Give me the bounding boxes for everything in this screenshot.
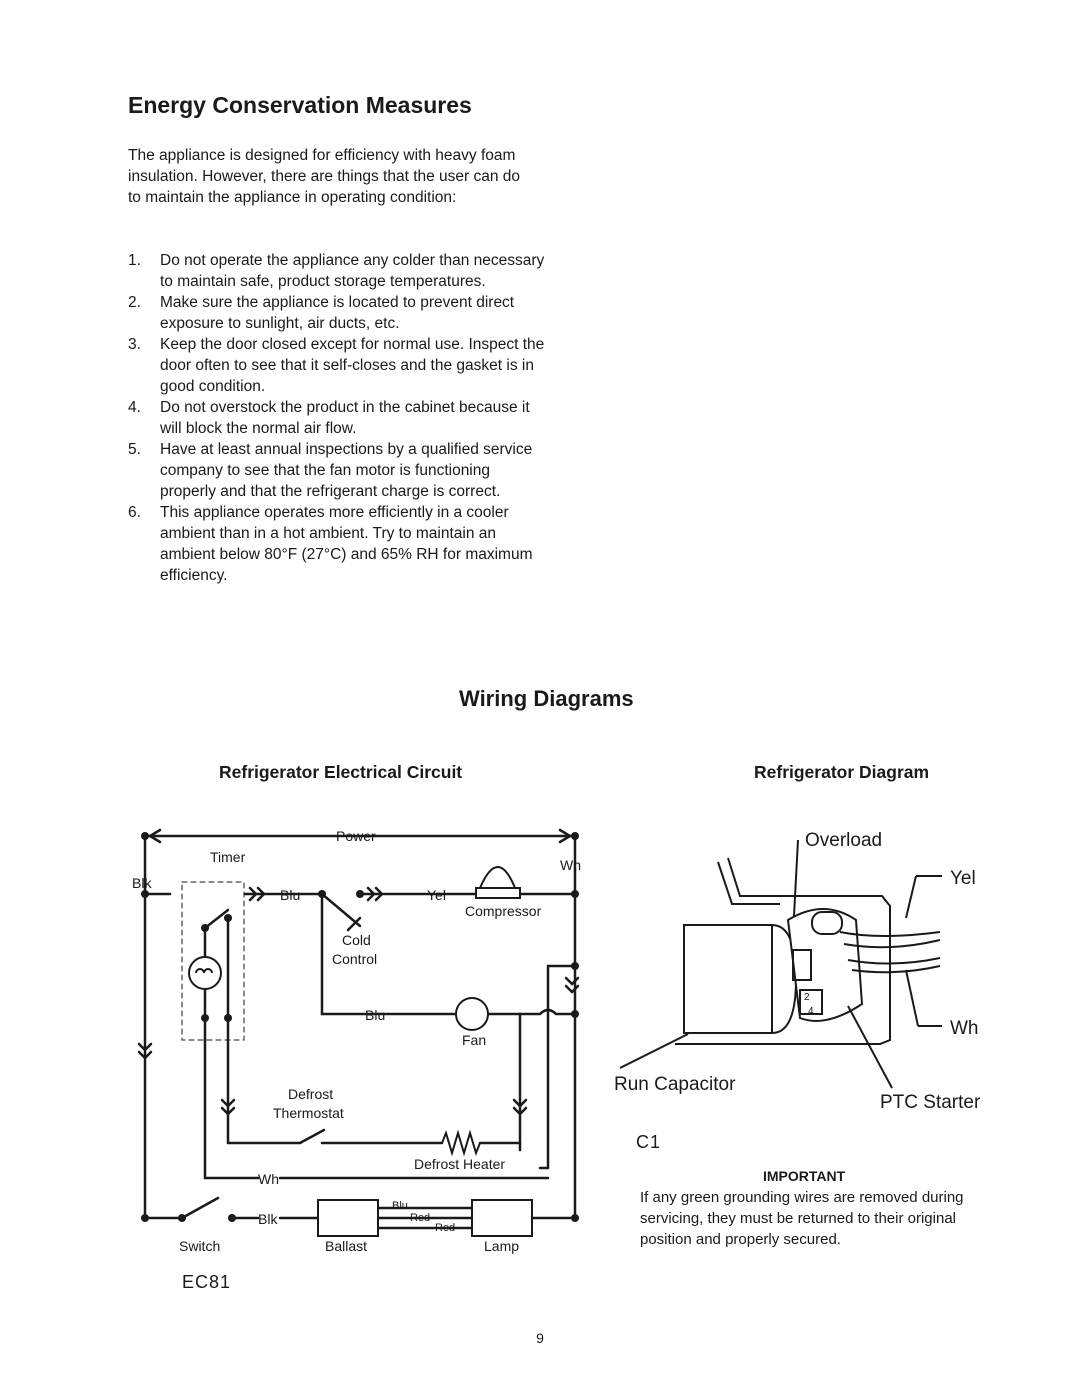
label-blu-top: Blu (280, 887, 300, 903)
label-defrost: Defrost (288, 1086, 333, 1102)
important-title: IMPORTANT (763, 1168, 846, 1184)
diagram-title: Refrigerator Diagram (754, 762, 930, 782)
label-timer: Timer (210, 849, 246, 865)
refrigerator-diagram: Overload Yel Wh Run Capacitor PTC Starte… (614, 830, 981, 1113)
list-item-number: 4. (128, 399, 141, 416)
label-compressor: Compressor (465, 903, 542, 919)
list-item-text: Keep the door closed except for normal u… (160, 336, 545, 395)
label-ptc-starter: PTC Starter (880, 1092, 981, 1113)
circuit-title: Refrigerator Electrical Circuit (219, 762, 463, 782)
label-red-1: Red (410, 1212, 430, 1224)
label-wh-bottom: Wh (258, 1171, 279, 1187)
energy-intro: The appliance is designed for efficiency… (128, 147, 521, 206)
energy-list: 1. Do not operate the appliance any colde… (128, 250, 548, 586)
label-ballast: Ballast (325, 1238, 367, 1254)
label-blk-bottom: Blk (258, 1211, 278, 1227)
energy-title: Energy Conservation Measures (128, 92, 472, 118)
list-item-number: 1. (128, 252, 141, 269)
list-item: 6. This appliance operates more efficient… (128, 502, 548, 586)
list-item: 5. Have at least annual inspections by a … (128, 439, 548, 502)
important-text: If any green grounding wires are removed… (640, 1189, 964, 1248)
label-blu-fan: Blu (365, 1007, 385, 1023)
label-wh-right: Wh (560, 857, 581, 873)
label-yel-wire: Yel (950, 868, 976, 889)
wiring-title: Wiring Diagrams (459, 686, 634, 711)
label-lamp: Lamp (484, 1238, 519, 1254)
label-cold: Cold (342, 932, 371, 948)
label-control: Control (332, 951, 377, 967)
diagram-code-c1: C1 (636, 1132, 662, 1152)
label-switch: Switch (179, 1238, 220, 1254)
label-defrost-heater: Defrost Heater (414, 1156, 505, 1172)
label-thermostat: Thermostat (273, 1105, 344, 1121)
list-item: 2. Make sure the appliance is located to … (128, 292, 548, 334)
label-terminal-4: 4 (808, 1006, 814, 1017)
list-item-text: Do not operate the appliance any colder … (160, 252, 545, 290)
diagram-code-ec81: EC81 (182, 1272, 232, 1292)
label-red-2: Red (435, 1222, 455, 1234)
list-item-number: 5. (128, 441, 141, 458)
list-item: 3. Keep the door closed except for normal… (128, 334, 548, 397)
label-blk-top: Blk (132, 875, 152, 891)
label-overload: Overload (805, 830, 882, 851)
label-fan: Fan (462, 1032, 486, 1048)
label-blu-ballast: Blu (392, 1200, 408, 1212)
label-run-capacitor: Run Capacitor (614, 1074, 736, 1095)
list-item-text: Have at least annual inspections by a qu… (160, 441, 533, 500)
label-power: Power (336, 828, 376, 844)
list-item: 4. Do not overstock the product in the ca… (128, 397, 548, 439)
list-item-text: Make sure the appliance is located to pr… (160, 294, 515, 332)
label-yel: Yel (427, 887, 446, 903)
list-item-number: 3. (128, 336, 141, 353)
list-item-text: This appliance operates more efficiently… (160, 504, 533, 584)
list-item-text: Do not overstock the product in the cabi… (160, 399, 530, 437)
list-item-number: 6. (128, 504, 141, 521)
list-item-number: 2. (128, 294, 141, 311)
electrical-circuit-diagram: Power Timer Blk Blu Yel Wh Compressor Co… (132, 828, 581, 1254)
page-number: 9 (536, 1330, 544, 1346)
label-terminal-2: 2 (804, 992, 810, 1003)
label-wh-wire: Wh (950, 1018, 979, 1039)
list-item: 1. Do not operate the appliance any colde… (128, 250, 548, 292)
